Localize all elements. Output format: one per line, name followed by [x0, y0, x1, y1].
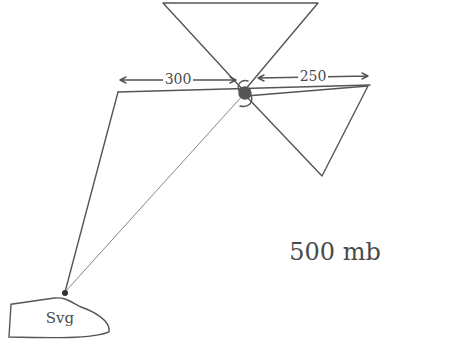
station-dot	[62, 290, 68, 296]
level-label: 500 mb	[287, 239, 383, 265]
track-diagonal	[65, 94, 244, 292]
station-name: Svg	[46, 309, 74, 327]
distance-label: 300	[163, 72, 194, 87]
lower-sector	[246, 86, 368, 176]
land-border	[9, 298, 109, 338]
cyclone-symbol	[238, 81, 252, 107]
distance-label: 250	[298, 69, 329, 84]
land-outline: Svg	[5, 295, 115, 341]
